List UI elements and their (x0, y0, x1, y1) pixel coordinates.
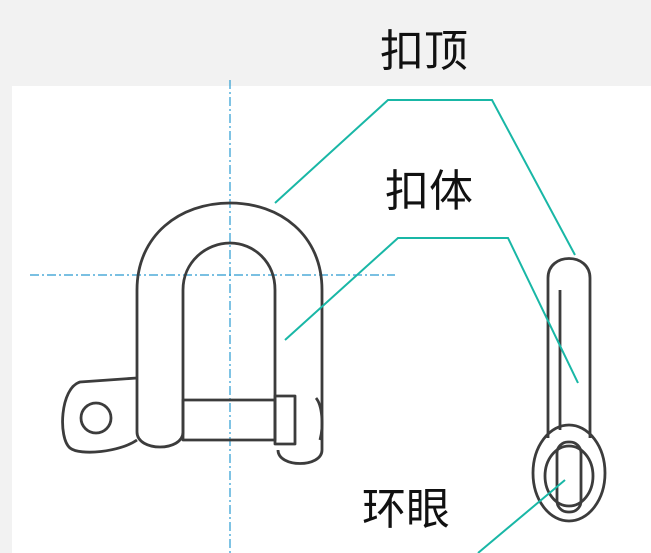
shackle-left-leg-bottom (135, 431, 185, 449)
shackle-inner-outline (181, 241, 277, 440)
shackle-side-view (531, 257, 607, 523)
side-view-eye-inner (543, 444, 595, 508)
pin-nut (273, 394, 297, 446)
pin-shaft (181, 398, 277, 442)
leader-lines (274, 99, 579, 553)
label-eye-ring: 环眼 (362, 484, 450, 535)
pin-eye-hole (79, 401, 113, 435)
centerlines (30, 80, 395, 553)
leader-eye (477, 479, 566, 553)
label-shackle-top: 扣顶 (380, 26, 468, 77)
side-view-body (546, 257, 592, 438)
pin-eye-lug (61, 376, 138, 454)
side-view-eye-outer (531, 423, 607, 523)
label-shackle-body: 扣体 (385, 166, 473, 217)
shackle-outer-outline (135, 201, 324, 465)
pin-end (314, 397, 324, 441)
leader-body (284, 237, 579, 384)
leader-top (274, 99, 576, 256)
shackle-front-view (61, 201, 324, 465)
side-view-pin (555, 440, 583, 514)
